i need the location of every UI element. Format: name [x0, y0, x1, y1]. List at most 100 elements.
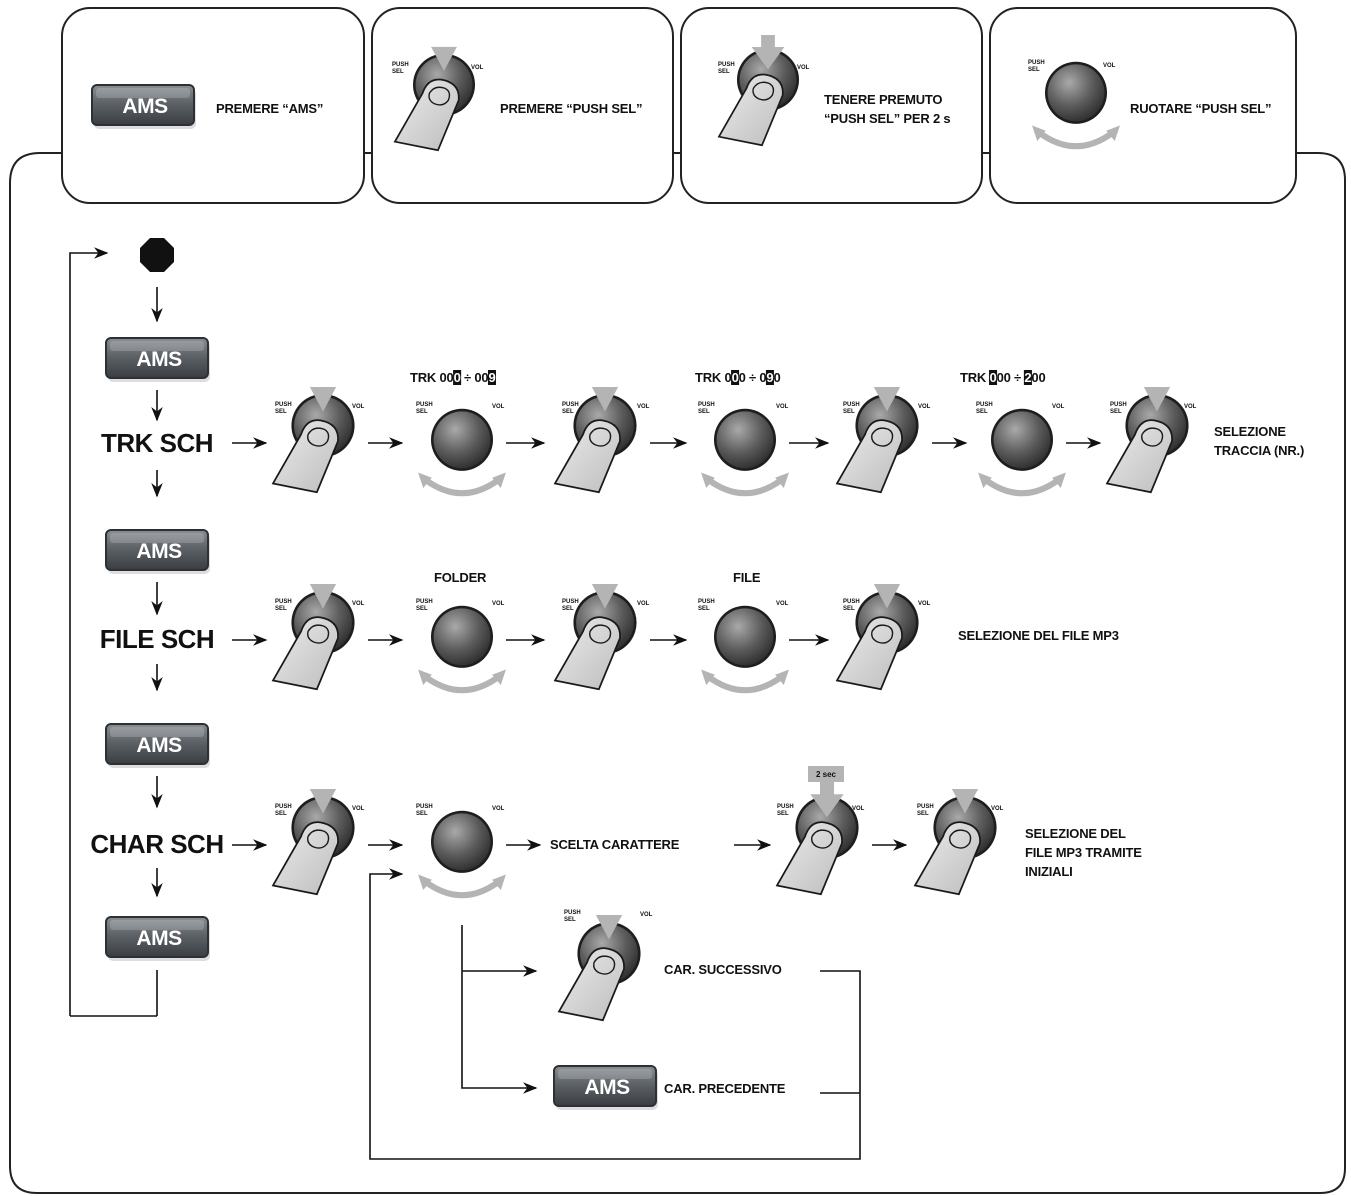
digit-highlight — [765, 370, 774, 385]
svg-text:SEL: SEL — [562, 606, 574, 612]
legend-box-rotate — [989, 7, 1297, 204]
legend-press-text: PREMERE “PUSH SEL” — [500, 101, 642, 116]
ams-button-4[interactable]: AMS — [105, 916, 211, 962]
svg-text:SEL: SEL — [917, 811, 929, 817]
svg-text:AMS: AMS — [136, 540, 182, 563]
digit-highlight — [487, 370, 496, 385]
svg-text:SEL: SEL — [698, 409, 710, 415]
svg-text:SEL: SEL — [1110, 409, 1122, 415]
legend-rotate-text: RUOTARE “PUSH SEL” — [1130, 101, 1271, 116]
trk-result-1: SELEZIONE — [1214, 424, 1286, 439]
svg-text:PUSH: PUSH — [416, 402, 433, 408]
svg-text:PUSH: PUSH — [275, 804, 292, 810]
char-result-2: FILE MP3 TRAMITE — [1025, 845, 1142, 860]
svg-text:PUSH: PUSH — [917, 804, 934, 810]
legend-ams-text: PREMERE “AMS” — [216, 101, 323, 116]
svg-text:VOL: VOL — [776, 404, 789, 410]
svg-text:SEL: SEL — [562, 409, 574, 415]
ams-button-prev[interactable]: AMS — [553, 1065, 659, 1111]
svg-text:VOL: VOL — [991, 806, 1004, 812]
char-two-sec: 2 sec — [816, 770, 837, 779]
svg-text:VOL: VOL — [637, 404, 650, 410]
legend-box-ams — [61, 7, 365, 204]
svg-text:VOL: VOL — [1052, 404, 1065, 410]
svg-text:VOL: VOL — [640, 912, 653, 918]
svg-text:SEL: SEL — [564, 917, 576, 923]
svg-text:PUSH: PUSH — [562, 402, 579, 408]
char-result-1: SELEZIONE DEL — [1025, 826, 1126, 841]
svg-text:VOL: VOL — [637, 601, 650, 607]
char-prev-label: CAR. PRECEDENTE — [664, 1081, 786, 1096]
svg-text:PUSH: PUSH — [562, 599, 579, 605]
svg-text:VOL: VOL — [1184, 404, 1197, 410]
svg-text:PUSH: PUSH — [275, 599, 292, 605]
svg-text:PUSH: PUSH — [416, 599, 433, 605]
char-result-3: INIZIALI — [1025, 864, 1073, 879]
mode-char-sch: CHAR SCH — [90, 829, 223, 859]
legend-hold-text-1: TENERE PREMUTO — [824, 92, 942, 107]
svg-text:VOL: VOL — [1103, 63, 1116, 69]
svg-text:SEL: SEL — [1028, 67, 1040, 73]
svg-text:SEL: SEL — [843, 409, 855, 415]
ams-button-1[interactable]: AMS — [105, 337, 211, 383]
file-folder-label: FOLDER — [434, 570, 487, 585]
svg-text:SEL: SEL — [416, 606, 428, 612]
svg-text:AMS: AMS — [136, 734, 182, 757]
svg-text:VOL: VOL — [852, 806, 865, 812]
svg-text:VOL: VOL — [776, 601, 789, 607]
ams-button-label: AMS — [122, 95, 168, 118]
ams-button-3[interactable]: AMS — [105, 723, 211, 769]
svg-text:SEL: SEL — [275, 606, 287, 612]
svg-text:SEL: SEL — [976, 409, 988, 415]
digit-highlight — [1023, 370, 1032, 385]
legend-hold-text-2: “PUSH SEL” PER 2 s — [824, 111, 950, 126]
char-next-label: CAR. SUCCESSIVO — [664, 962, 782, 977]
trk-range-1: TRK 000 ÷ 009 — [410, 370, 495, 385]
svg-text:PUSH: PUSH — [843, 402, 860, 408]
svg-text:PUSH: PUSH — [777, 804, 794, 810]
svg-text:SEL: SEL — [698, 606, 710, 612]
svg-text:VOL: VOL — [352, 806, 365, 812]
trk-range-2: TRK 000 ÷ 090 — [695, 370, 780, 385]
svg-text:PUSH: PUSH — [392, 62, 409, 68]
svg-text:VOL: VOL — [918, 601, 931, 607]
mode-file-sch: FILE SCH — [100, 624, 214, 654]
svg-text:PUSH: PUSH — [698, 599, 715, 605]
svg-text:SEL: SEL — [843, 606, 855, 612]
main-frame — [9, 152, 1346, 1194]
svg-text:VOL: VOL — [352, 601, 365, 607]
file-file-label: FILE — [733, 570, 761, 585]
svg-text:AMS: AMS — [136, 348, 182, 371]
svg-text:AMS: AMS — [136, 927, 182, 950]
char-choose-label: SCELTA CARATTERE — [550, 837, 680, 852]
svg-text:SEL: SEL — [718, 69, 730, 75]
svg-text:VOL: VOL — [352, 404, 365, 410]
svg-text:SEL: SEL — [777, 811, 789, 817]
digit-highlight — [731, 370, 740, 385]
ams-button-2[interactable]: AMS — [105, 529, 211, 575]
svg-text:PUSH: PUSH — [843, 599, 860, 605]
svg-text:PUSH: PUSH — [564, 910, 581, 916]
digit-highlight — [453, 370, 462, 385]
svg-text:SEL: SEL — [416, 409, 428, 415]
svg-text:VOL: VOL — [492, 601, 505, 607]
mode-trk-sch: TRK SCH — [101, 428, 213, 458]
svg-text:PUSH: PUSH — [275, 402, 292, 408]
svg-text:SEL: SEL — [275, 811, 287, 817]
svg-text:AMS: AMS — [584, 1076, 630, 1099]
svg-text:PUSH: PUSH — [416, 804, 433, 810]
trk-result-2: TRACCIA (NR.) — [1214, 443, 1304, 458]
svg-text:VOL: VOL — [492, 806, 505, 812]
svg-text:VOL: VOL — [918, 404, 931, 410]
svg-text:VOL: VOL — [492, 404, 505, 410]
trk-range-3: TRK 000 ÷ 200 — [960, 370, 1045, 385]
svg-text:SEL: SEL — [416, 811, 428, 817]
svg-text:PUSH: PUSH — [976, 402, 993, 408]
svg-text:SEL: SEL — [392, 69, 404, 75]
svg-text:PUSH: PUSH — [698, 402, 715, 408]
